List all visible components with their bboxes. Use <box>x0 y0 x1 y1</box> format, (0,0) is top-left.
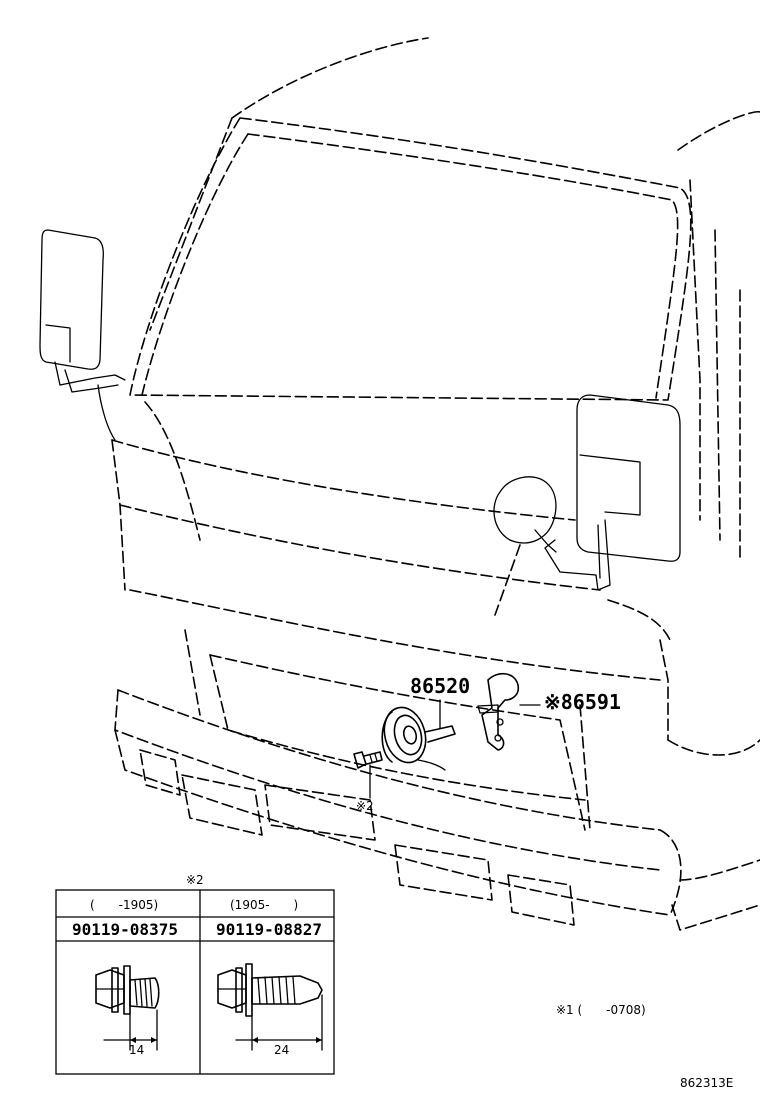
left-mirror <box>39 229 104 370</box>
part-number-86520[interactable]: 86520 <box>410 674 471 698</box>
bolt-drawing-14 <box>95 965 160 1051</box>
bolt-drawing-24 <box>217 963 323 1051</box>
windshield-outline <box>129 117 692 401</box>
bumper-outline <box>117 689 661 831</box>
front-round-mirror <box>493 476 557 544</box>
col1-date-range: ( -1905) <box>90 898 159 912</box>
footnote-text: ※1 ( -0708) <box>556 1003 646 1017</box>
figure-id: 862313E <box>680 1076 734 1090</box>
horn-assembly <box>381 706 456 771</box>
col2-part-number[interactable]: 90119-08827 <box>216 920 322 939</box>
detail-table-title: ※2 <box>186 873 204 887</box>
right-mirror <box>576 394 681 562</box>
cab-front-panel <box>111 439 576 521</box>
col2-length-label: 24 <box>274 1043 290 1057</box>
detail-box-frame <box>55 889 335 1075</box>
cab-roof-outline <box>231 37 429 119</box>
col2-date-range: (1905- ) <box>230 898 299 912</box>
horn-bolt <box>353 751 383 769</box>
bolt-reference-mark[interactable]: ※2 <box>356 799 374 813</box>
part-number-86591[interactable]: ※86591 <box>544 690 621 714</box>
horn-bracket <box>477 672 520 751</box>
col1-length-label: 14 <box>129 1043 145 1057</box>
col1-part-number[interactable]: 90119-08375 <box>72 920 178 939</box>
grille-outline <box>209 654 586 831</box>
